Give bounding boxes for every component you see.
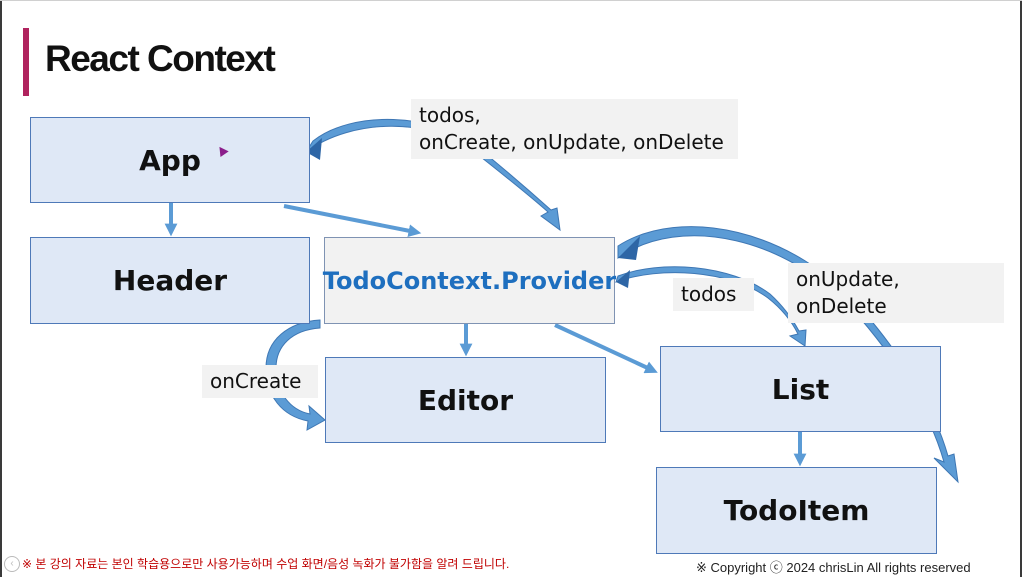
label-provider-to-editor: onCreate: [202, 365, 318, 398]
label-provider-to-todoitem: onUpdate, onDelete: [788, 263, 1004, 323]
footer-notice: ※ 본 강의 자료는 본인 학습용으로만 사용가능하며 수업 화면/음성 녹화가…: [22, 557, 510, 571]
label-app-to-provider-line1: todos,: [419, 103, 481, 127]
node-editor: Editor: [325, 357, 606, 443]
label-provider-to-list: todos: [673, 278, 754, 311]
title-accent-bar: [23, 28, 29, 96]
straight-arrows: [164, 203, 807, 467]
window-edge-right: [1020, 0, 1022, 577]
node-header-label: Header: [112, 264, 228, 297]
node-provider-label: TodoContext.Provider: [322, 266, 617, 295]
node-app: App: [30, 117, 310, 203]
node-todoitem: TodoItem: [656, 467, 937, 554]
node-todocontext-provider: TodoContext.Provider: [322, 237, 617, 324]
node-editor-label: Editor: [417, 383, 514, 417]
curved-arrow-provider-editor: [265, 319, 326, 431]
node-app-label: App: [139, 143, 201, 177]
label-app-to-provider-line2: onCreate, onUpdate, onDelete: [419, 130, 724, 154]
footer-copyright: ※ Copyright ⓒ 2024 chrisLin All rights r…: [696, 560, 971, 575]
slide-title: React Context: [45, 38, 276, 79]
node-header: Header: [30, 237, 310, 324]
arrow-provider-list: [554, 323, 658, 374]
curved-arrow-provider-list: [615, 266, 807, 347]
label-app-to-provider: todos, onCreate, onUpdate, onDelete: [411, 99, 738, 159]
arrow-app-provider: [283, 204, 422, 238]
node-list: List: [660, 346, 941, 432]
top-border: [0, 0, 1022, 1]
prev-slide-icon[interactable]: ‹: [4, 556, 20, 572]
node-list-label: List: [771, 372, 830, 406]
window-edge-left: [0, 0, 2, 577]
node-todoitem-label: TodoItem: [723, 494, 870, 527]
